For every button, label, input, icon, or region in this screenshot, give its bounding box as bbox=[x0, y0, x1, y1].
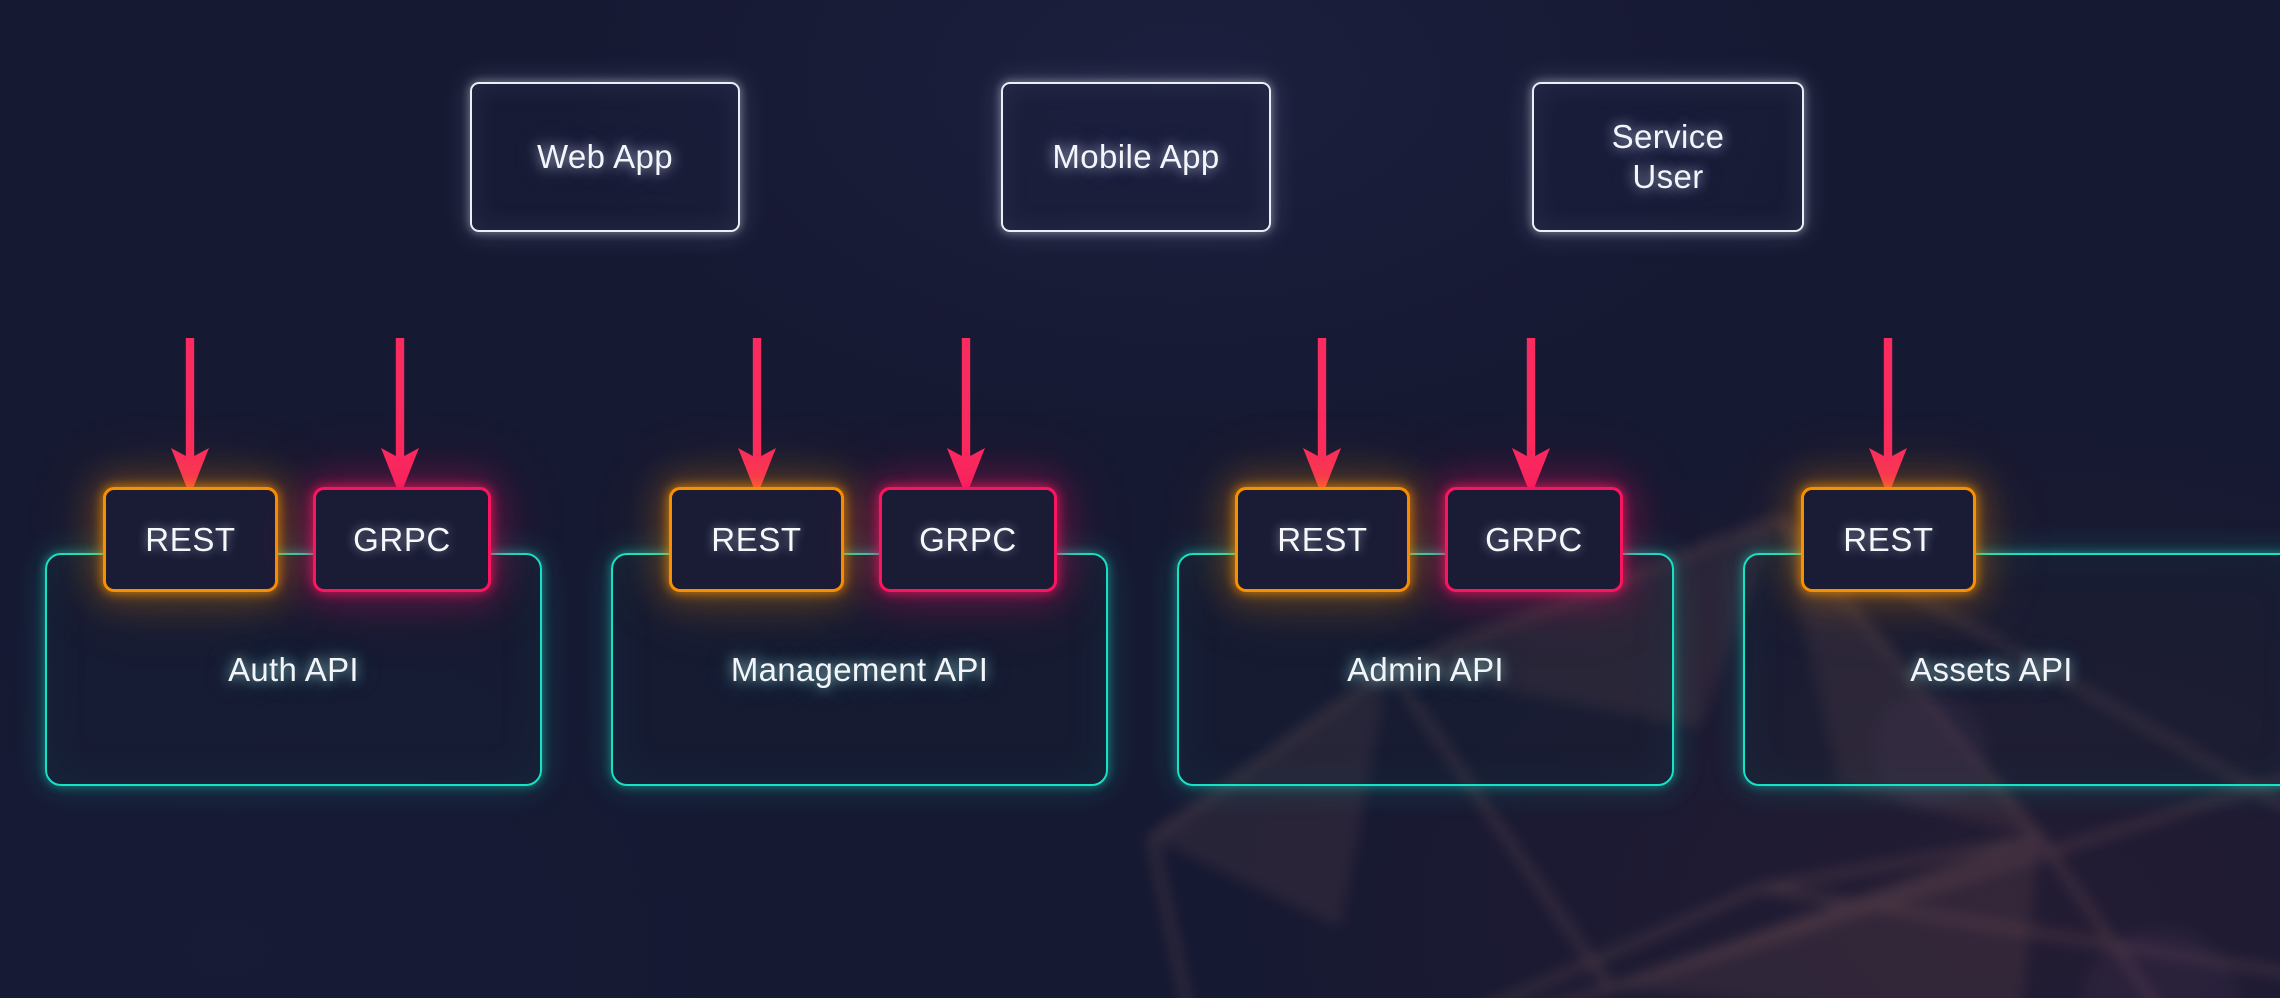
arrow-auth-grpc bbox=[380, 338, 420, 496]
client-box-mobile-app[interactable]: Mobile App bbox=[1001, 82, 1271, 232]
arrow-management-grpc bbox=[946, 338, 986, 496]
api-group-label-assets: Assets API bbox=[1910, 651, 2073, 688]
arrow-assets-rest bbox=[1868, 338, 1908, 496]
protocol-label-assets-rest: REST bbox=[1843, 520, 1934, 558]
protocol-box-auth-grpc[interactable]: GRPC bbox=[313, 487, 491, 592]
protocol-box-auth-rest[interactable]: REST bbox=[103, 487, 278, 592]
protocol-label-auth-rest: REST bbox=[145, 520, 236, 558]
protocol-label-admin-rest: REST bbox=[1277, 520, 1368, 558]
api-group-label-admin: Admin API bbox=[1347, 651, 1504, 688]
arrow-admin-rest bbox=[1302, 338, 1342, 496]
protocol-label-auth-grpc: GRPC bbox=[353, 520, 451, 558]
client-label-service-user: Service User bbox=[1611, 117, 1725, 195]
arrow-auth-rest bbox=[170, 338, 210, 496]
client-box-web-app[interactable]: Web App bbox=[470, 82, 740, 232]
client-label-web-app: Web App bbox=[536, 137, 674, 175]
protocol-box-management-rest[interactable]: REST bbox=[669, 487, 844, 592]
protocol-box-admin-grpc[interactable]: GRPC bbox=[1445, 487, 1623, 592]
api-group-label-management: Management API bbox=[730, 651, 989, 688]
protocol-box-admin-rest[interactable]: REST bbox=[1235, 487, 1410, 592]
arrow-admin-grpc bbox=[1511, 338, 1551, 496]
protocol-label-management-rest: REST bbox=[711, 520, 802, 558]
client-label-mobile-app: Mobile App bbox=[1052, 137, 1220, 175]
protocol-label-admin-grpc: GRPC bbox=[1485, 520, 1583, 558]
api-group-label-auth: Auth API bbox=[228, 651, 359, 688]
protocol-box-management-grpc[interactable]: GRPC bbox=[879, 487, 1057, 592]
client-box-service-user[interactable]: Service User bbox=[1532, 82, 1804, 232]
arrow-management-rest bbox=[737, 338, 777, 496]
protocol-label-management-grpc: GRPC bbox=[919, 520, 1017, 558]
protocol-box-assets-rest[interactable]: REST bbox=[1801, 487, 1976, 592]
